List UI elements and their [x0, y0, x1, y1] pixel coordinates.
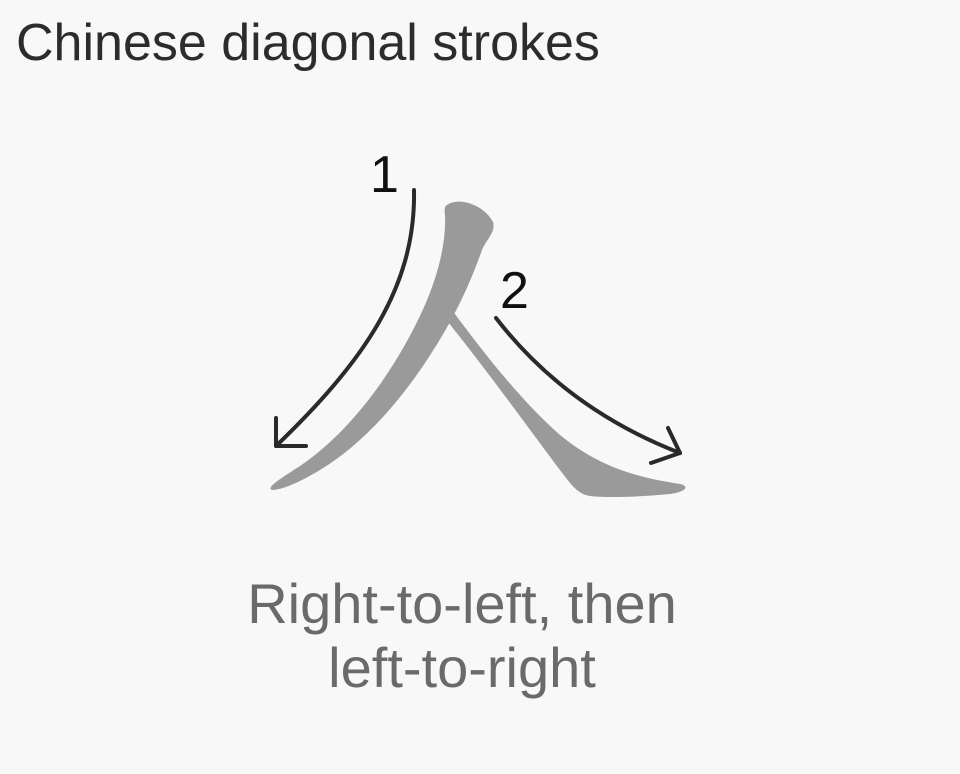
- caption-line-2: left-to-right: [328, 636, 596, 699]
- stroke-direction-caption: Right-to-left, then left-to-right: [0, 572, 924, 700]
- stroke-2-label: 2: [500, 262, 529, 320]
- stroke-2-arrow: [494, 316, 682, 465]
- stroke-1-arrow: [274, 188, 417, 448]
- stroke-1-label: 1: [370, 146, 399, 204]
- character-stroke-pie: [270, 201, 494, 490]
- caption-line-1: Right-to-left, then: [247, 572, 677, 635]
- character-ren: [270, 201, 686, 498]
- character-stroke-na: [447, 310, 686, 498]
- diagram-title: Chinese diagonal strokes: [16, 14, 600, 72]
